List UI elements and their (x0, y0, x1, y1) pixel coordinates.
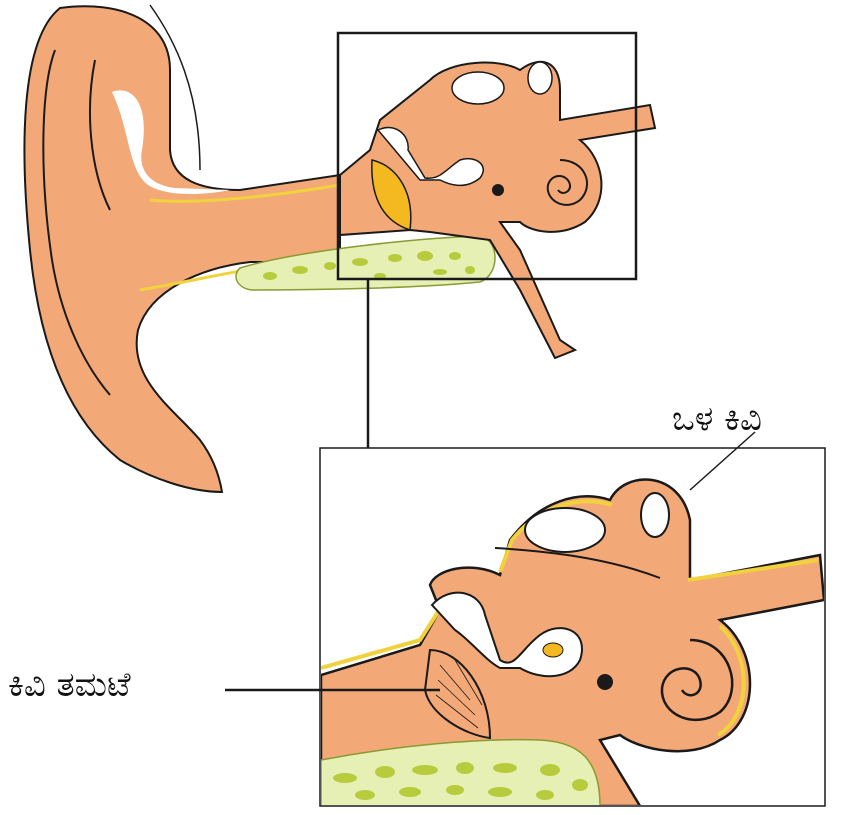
semicircular-canal (525, 508, 605, 552)
outer-ear (24, 5, 655, 492)
semicircular-canal-small (452, 72, 504, 104)
ear-drum-label: ಕಿವಿ ತಮಟೆ (8, 668, 131, 702)
magnified-view (225, 432, 825, 806)
semicircular-canal-2 (641, 493, 669, 537)
semicircular-canal-small-2 (528, 62, 552, 94)
pinna (24, 6, 340, 492)
inner-ear-label: ಒಳ ಕಿವಿ (672, 402, 762, 436)
